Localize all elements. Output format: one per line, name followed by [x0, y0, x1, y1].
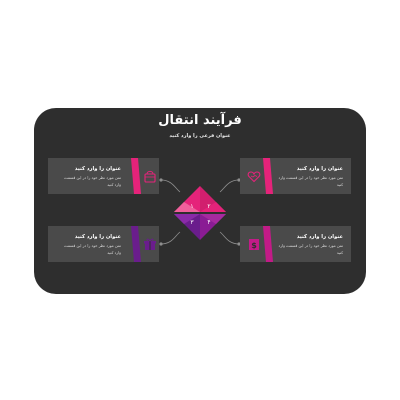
card-title: عنوان را وارد کنید: [74, 166, 121, 172]
accent-stripe: [263, 158, 273, 194]
segment-number: ۴: [207, 219, 210, 226]
connector-line-bottom-left: [160, 231, 181, 245]
connector-line-top-right: [219, 179, 240, 193]
connector-line-top-left: [160, 179, 181, 193]
process-card-bottom-left: عنوان را وارد کنید متن مورد نظر خود را د…: [48, 226, 159, 262]
accent-stripe: [131, 158, 141, 194]
process-card-top-left: عنوان را وارد کنید متن مورد نظر خود را د…: [48, 158, 159, 194]
connector-dot: [159, 242, 163, 246]
segment-number: ۲: [207, 203, 210, 210]
accent-stripe: [263, 226, 273, 262]
connector-lines: [159, 178, 241, 246]
segment-number: ۱: [190, 203, 193, 210]
segment-number: ۳: [190, 219, 194, 226]
diamond-segment-2-fold: [200, 202, 226, 212]
card-title: عنوان را وارد کنید: [296, 166, 343, 172]
center-diamond: ۱ ۲ ۳ ۴: [174, 186, 226, 240]
process-card-bottom-right: $ عنوان را وارد کنید متن مورد نظر خود را…: [240, 226, 351, 262]
diamond-segment-3-fold: [174, 214, 200, 224]
slide-subtitle: عنوان فرعی را وارد کنید: [169, 133, 231, 139]
slide-title: فرآیند انتقال: [158, 113, 242, 128]
card-title: عنوان را وارد کنید: [74, 234, 121, 240]
process-card-top-right: عنوان را وارد کنید متن مورد نظر خود را د…: [240, 158, 351, 194]
dollar-icon: $: [249, 239, 259, 250]
heart-icon: [247, 171, 261, 183]
connector-dot: [237, 178, 241, 182]
card-text: متن مورد نظر خود را در این قسمت وارد کنی…: [278, 243, 343, 255]
gift-icon: [144, 238, 156, 250]
accent-stripe: [131, 226, 141, 262]
svg-text:$: $: [251, 241, 257, 250]
connector-dot: [237, 242, 241, 246]
card-text: متن مورد نظر خود را در این قسمت وارد کنی…: [64, 175, 121, 187]
card-text: متن مورد نظر خود را در این قسمت وارد کنی…: [278, 175, 343, 187]
handbag-icon: [144, 170, 156, 183]
connector-line-bottom-right: [219, 231, 240, 245]
slide: فرآیند انتقال عنوان فرعی را وارد کنید عن…: [34, 108, 366, 294]
card-text: متن مورد نظر خود را در این قسمت وارد کنی…: [64, 243, 121, 255]
connector-dot: [159, 178, 163, 182]
diamond-segment-1-fold: [174, 202, 200, 212]
diamond-segment-4-fold: [200, 214, 226, 224]
card-title: عنوان را وارد کنید: [296, 234, 343, 240]
